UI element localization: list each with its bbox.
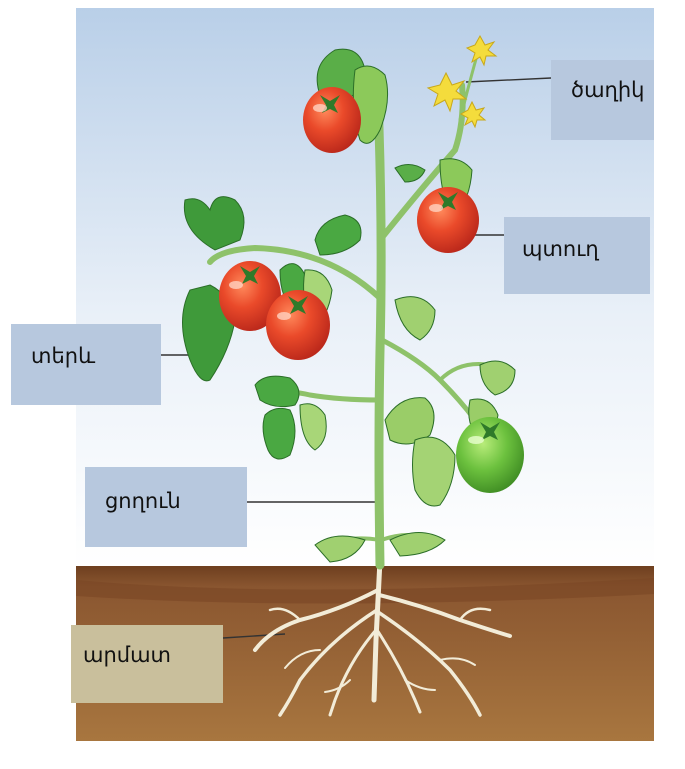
label-root-box: արմատ xyxy=(71,625,223,703)
label-root: արմատ xyxy=(83,643,171,667)
label-stem: ցողուն xyxy=(105,489,181,513)
label-flower: ծաղիկ xyxy=(571,78,644,102)
label-flower-box: ծաղիկ xyxy=(551,60,654,140)
label-leaf: տերև xyxy=(31,344,95,368)
label-fruit-box: պտուղ xyxy=(504,217,650,294)
label-fruit: պտուղ xyxy=(522,237,599,261)
label-stem-box: ցողուն xyxy=(85,467,247,547)
label-leaf-box: տերև xyxy=(11,324,161,405)
